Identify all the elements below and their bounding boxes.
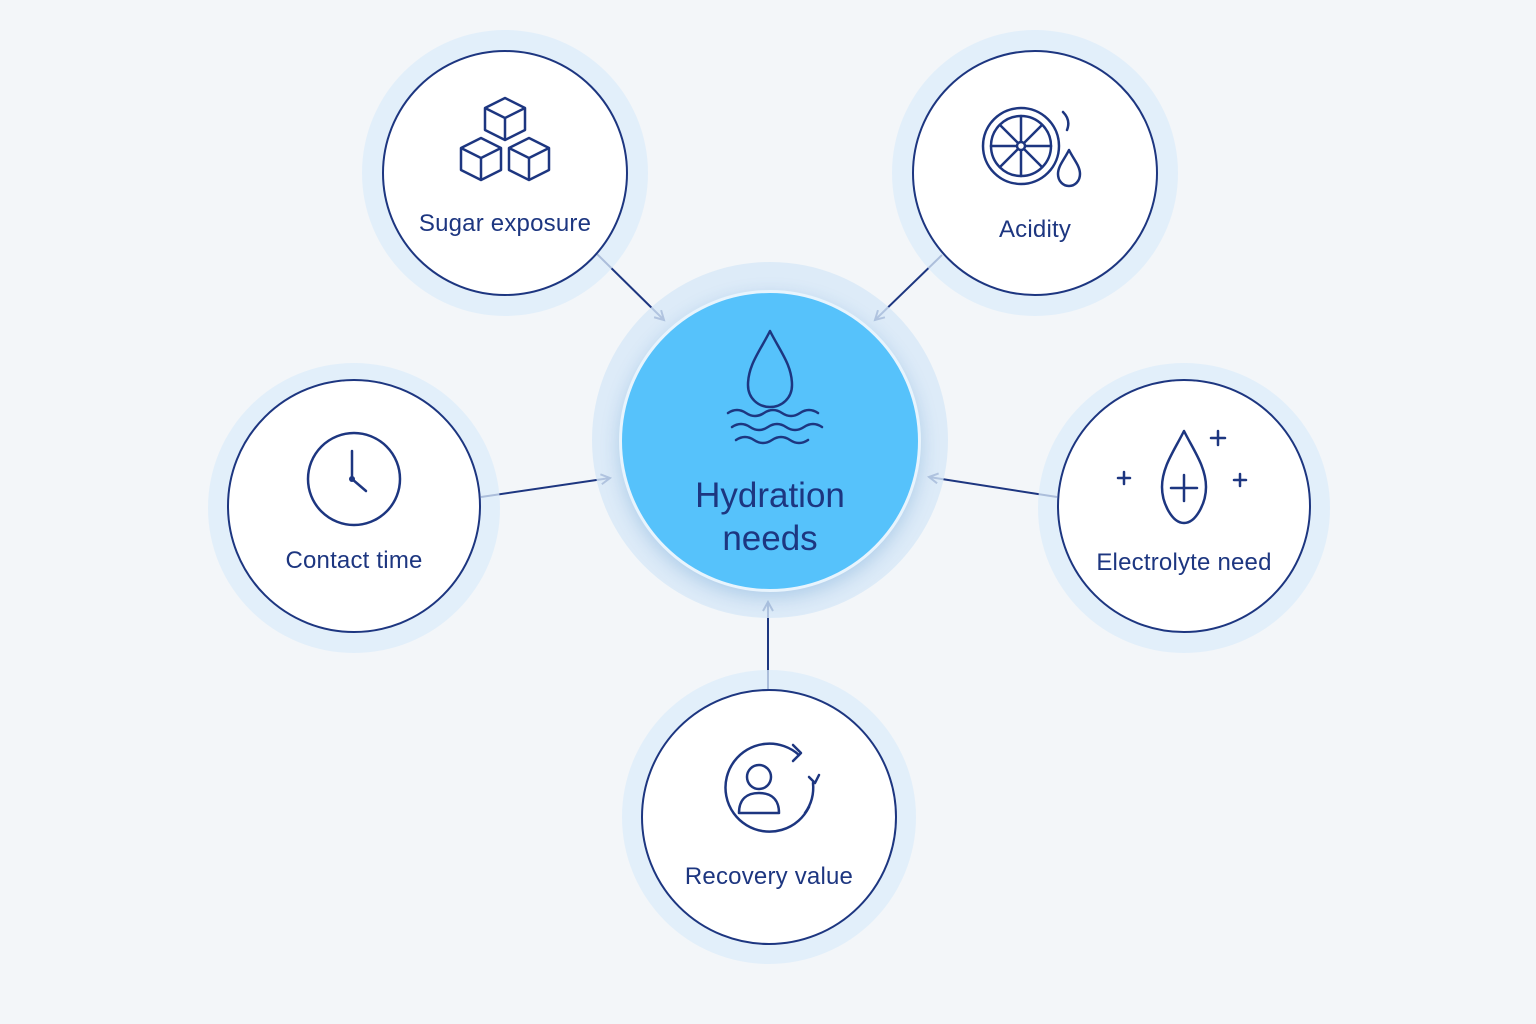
factor-node-electrolyte-need[interactable]: Electrolyte need <box>1057 379 1311 633</box>
arrow-contact-to-center <box>480 478 610 498</box>
factor-label: Recovery value <box>684 863 854 890</box>
factor-label: Contact time <box>285 547 423 574</box>
sugar-cubes-icon <box>459 96 551 182</box>
factor-node-acidity[interactable]: Acidity <box>912 50 1158 296</box>
factor-node-recovery-value[interactable]: Recovery value <box>641 689 897 945</box>
clock-icon <box>306 431 402 527</box>
lemon-drop-icon <box>981 106 1082 188</box>
center-node-hydration-needs[interactable]: Hydration needs <box>619 290 921 592</box>
factor-node-sugar-exposure[interactable]: Sugar exposure <box>382 50 628 296</box>
factor-label: Acidity <box>998 216 1072 243</box>
arrow-electrolyte-to-center <box>929 477 1058 498</box>
person-cycle-icon <box>724 742 821 833</box>
drop-plus-icon <box>1116 429 1248 525</box>
factor-label: Sugar exposure <box>418 210 592 237</box>
factor-label: Electrolyte need <box>1096 549 1272 576</box>
center-label-line2: needs <box>722 519 818 558</box>
water-drop-waves-icon <box>726 329 824 445</box>
center-label-line1: Hydration <box>695 476 845 515</box>
factor-node-contact-time[interactable]: Contact time <box>227 379 481 633</box>
